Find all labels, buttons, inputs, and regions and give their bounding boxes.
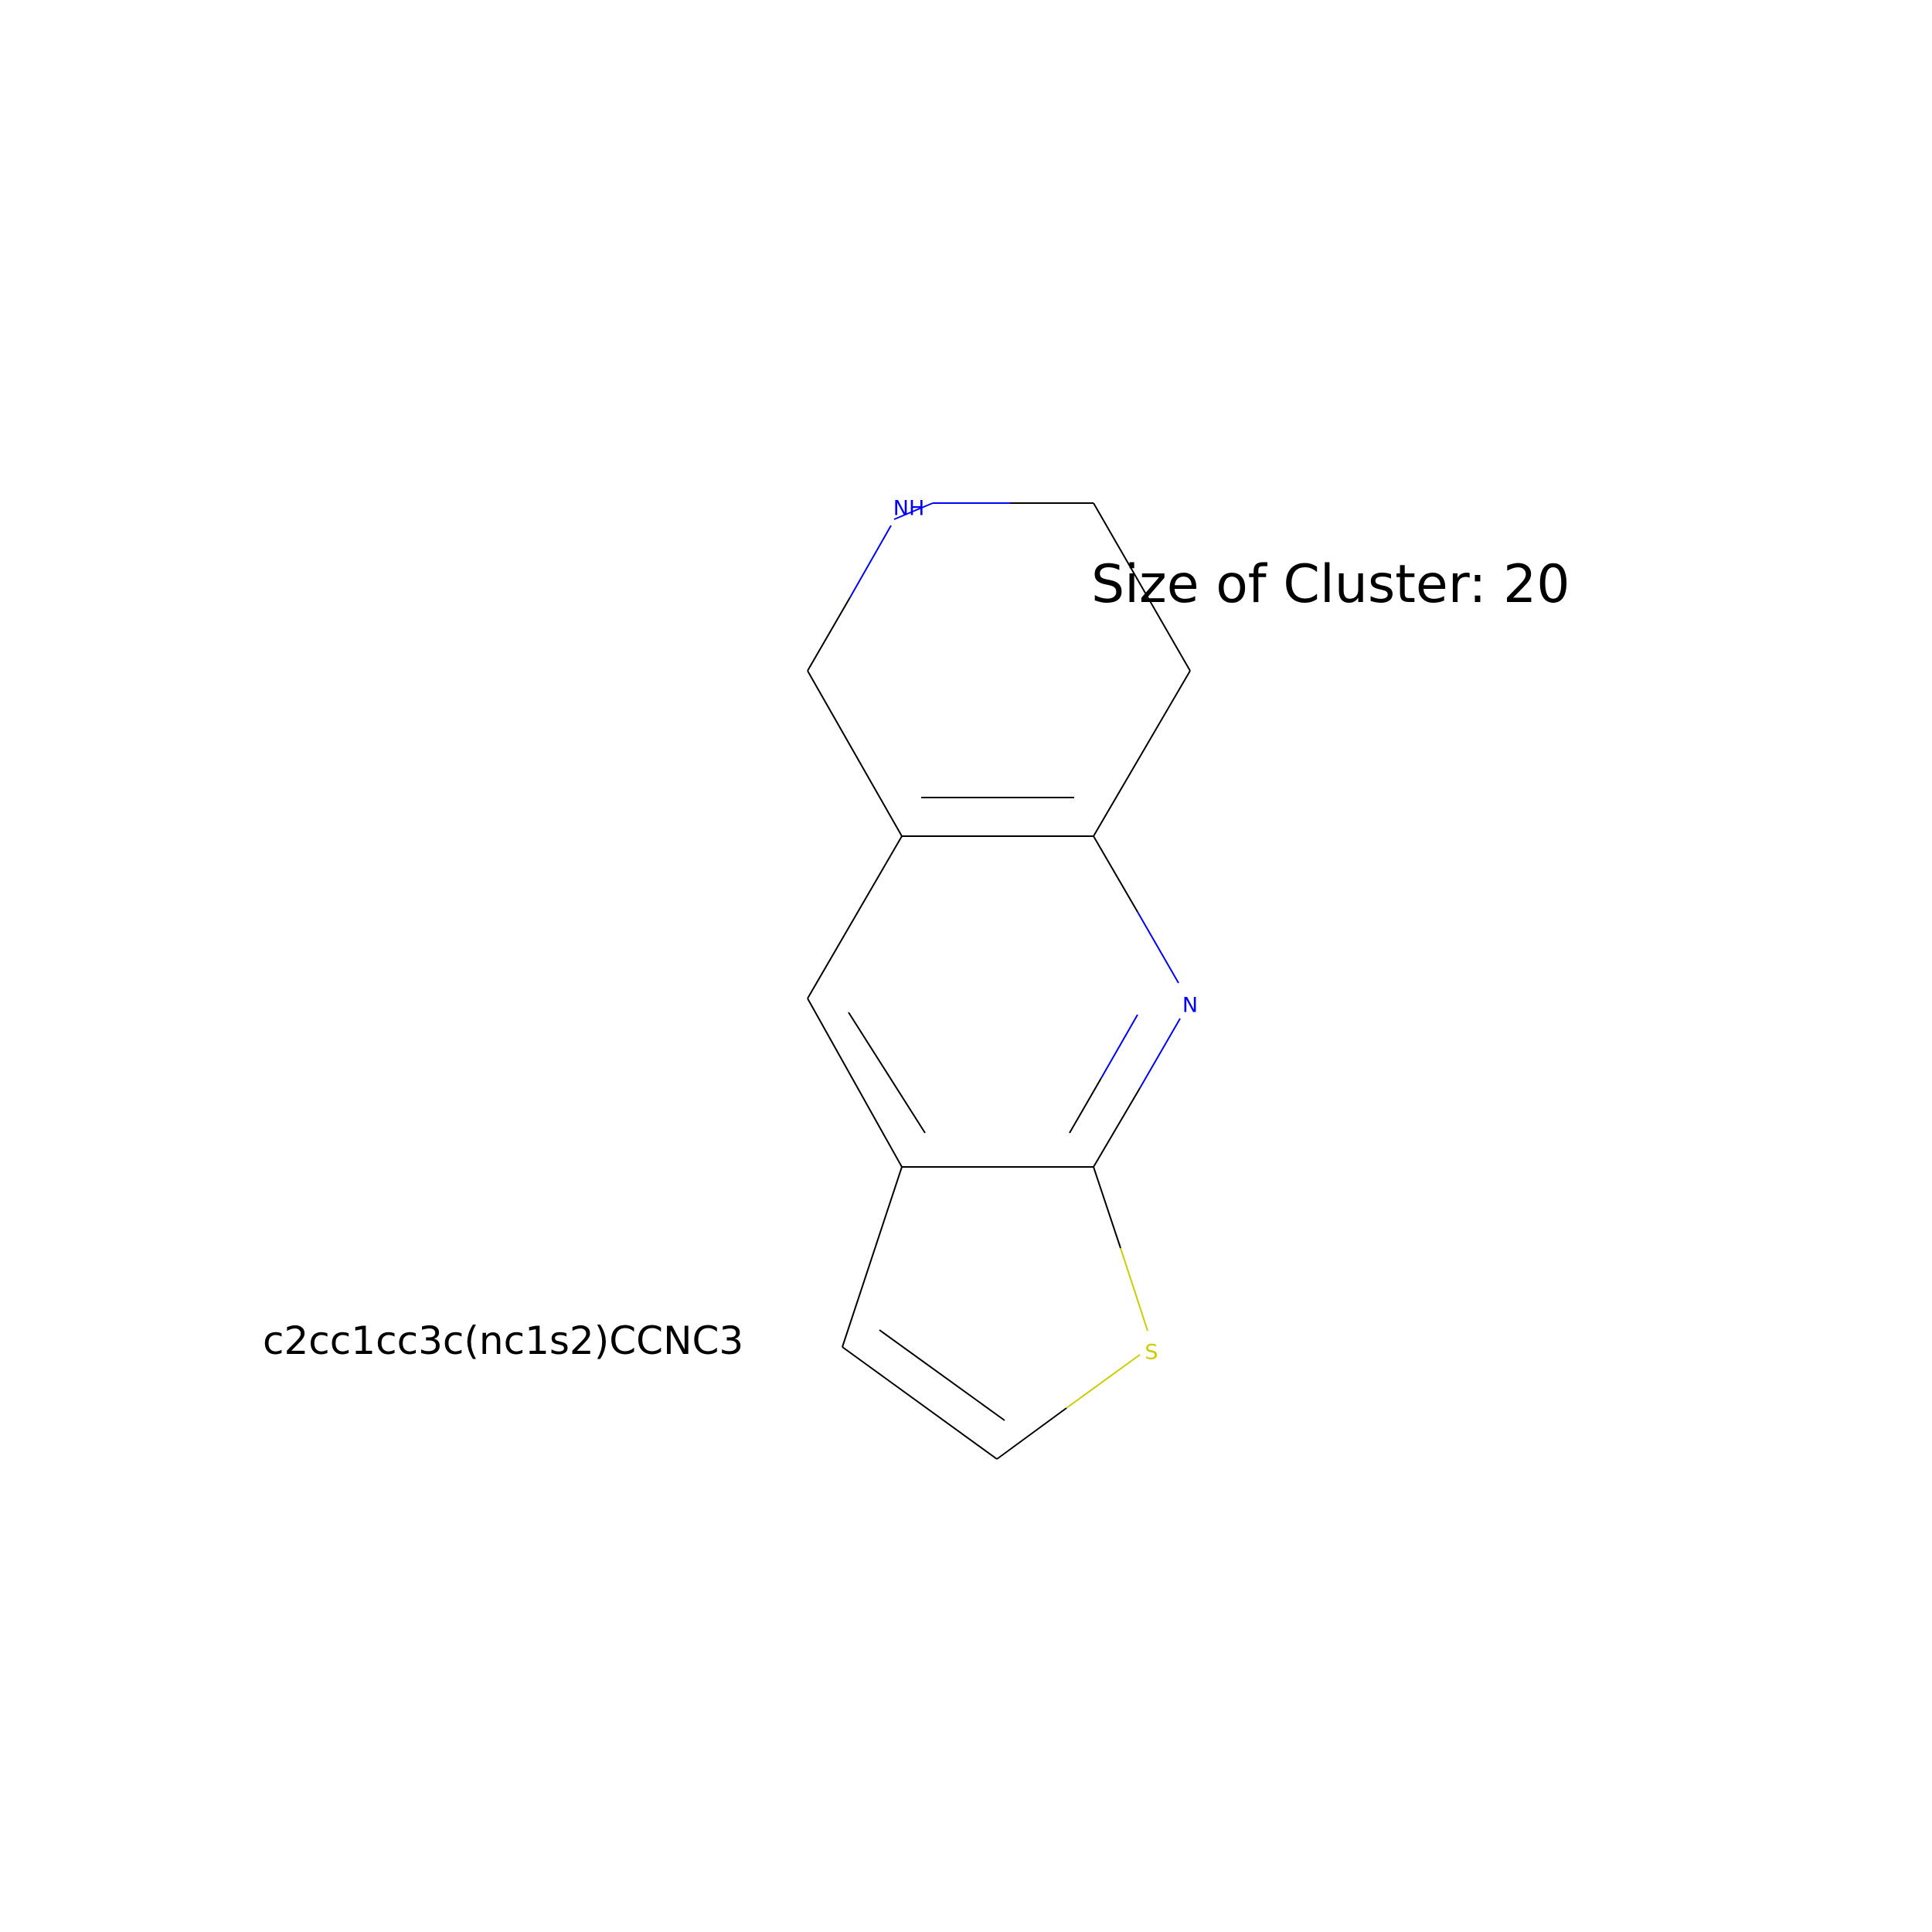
bond-c8-n-carbon-half (1093, 1087, 1141, 1168)
bonds (807, 502, 1191, 1460)
bond-c8-n-nitrogen-half (1139, 1018, 1181, 1089)
atom-labels: NH N S (893, 497, 1198, 1365)
bond-c9-c10-inner (879, 1329, 1005, 1421)
cluster-size-label: Size of Cluster: 20 (1091, 554, 1570, 615)
bond-c8-n-inner-nitrogen (1100, 1014, 1138, 1079)
bond-nh-c1-nitrogen-half (893, 502, 934, 520)
bond-c5-nh-carbon-half (807, 597, 851, 672)
smiles-label: c2cc1cc3c(nc1s2)CCNC3 (263, 1318, 743, 1363)
bond-c6-c7-inner (848, 1012, 926, 1134)
bond-c9-c10 (842, 1346, 998, 1460)
bond-n-c3-nitrogen-half (1137, 911, 1179, 984)
bond-c6-c7 (807, 998, 903, 1168)
bond-c10-s-carbon-half (996, 1407, 1067, 1460)
bond-s-c8-sulfur-half (1120, 1247, 1148, 1332)
atom-label-nh: NH (893, 497, 925, 521)
atom-label-s: S (1145, 1341, 1158, 1365)
bond-c7-c9 (842, 1166, 903, 1348)
bond-c2-c3 (1093, 670, 1191, 837)
bond-n-c3-carbon-half (1093, 835, 1138, 913)
bond-c10-s-sulfur-half (1066, 1354, 1141, 1409)
bond-c1-c2 (1093, 502, 1191, 672)
bond-s-c8-carbon-half (1093, 1166, 1121, 1249)
bond-c4-c5 (807, 670, 903, 837)
bond-c8-n-inner-carbon (1069, 1077, 1102, 1134)
bond-c4-c6 (807, 835, 903, 999)
bond-c5-nh-nitrogen-half (849, 525, 892, 598)
atom-label-n: N (1182, 994, 1198, 1018)
